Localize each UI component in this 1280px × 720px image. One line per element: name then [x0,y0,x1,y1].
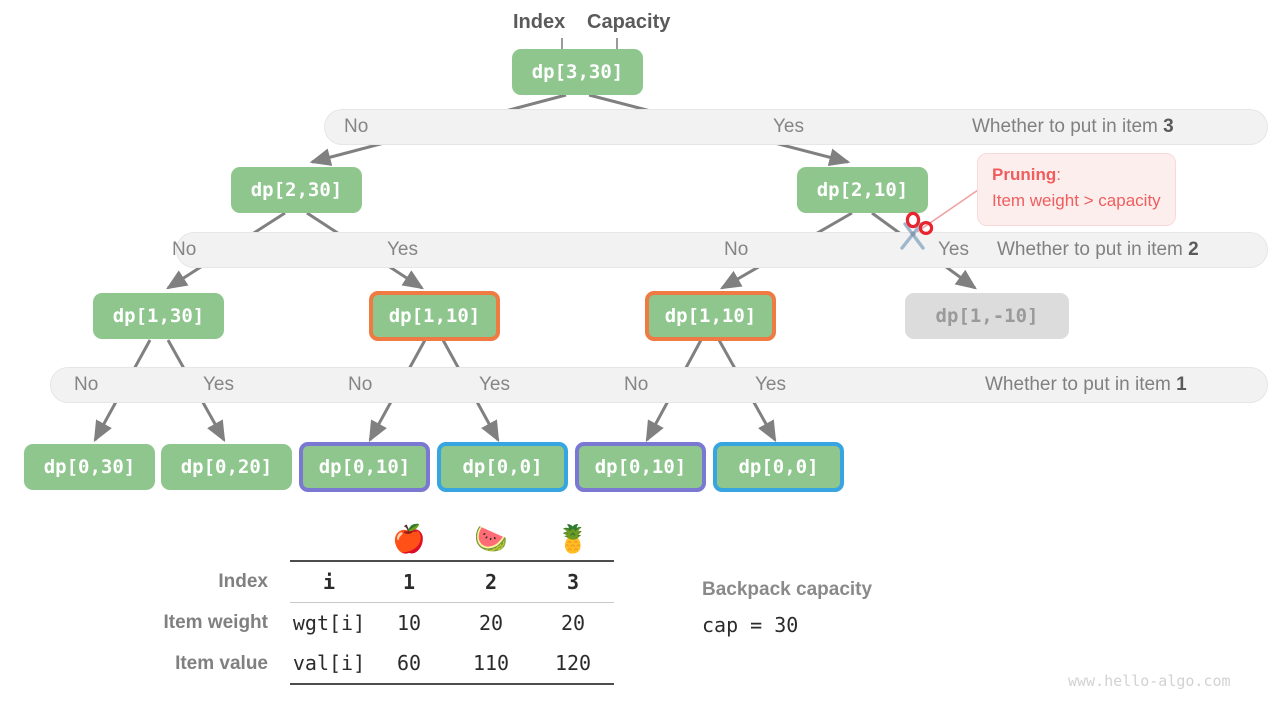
leaf-node-dp-0-20[interactable]: dp[0,20] [161,444,292,490]
branch-label-item1-yes-1: Yes [203,374,234,395]
item-emoji-apple: 🍎 [392,524,426,555]
level-bar-item2 [176,232,1268,268]
branch-label-item2-no-1: No [172,239,197,260]
pruning-colon: : [1056,165,1061,184]
branch-label-item2-no-2: No [724,239,749,260]
leaf-node-dp-0-0-b[interactable]: dp[0,0] [713,442,844,492]
pruning-detail: Item weight > capacity [992,191,1161,211]
item-emoji-pineapple: 🍍 [556,524,590,555]
backpack-capacity-title: Backpack capacity [702,579,873,600]
branch-label-item1-yes-3: Yes [755,374,786,395]
level-title-item3-num: 3 [1163,116,1174,137]
table-row-item-value: Item value val[i] 60 110 120 [140,643,614,685]
row-label-index: Index [218,570,268,592]
branch-label-item1-no-3: No [624,374,649,395]
value-col0: val[i] [290,643,368,685]
branch-label-item3-no: No [344,116,369,137]
branch-label-item2-yes-2: Yes [938,239,969,260]
emoji-row-spacer [140,520,290,561]
weight-col0: wgt[i] [292,610,366,635]
table-row-emoji: 🍎 🍉 🍍 [140,520,614,561]
emoji-col0-spacer [290,520,368,561]
level-title-item3-text: Whether to put in item [972,116,1164,137]
weight-cell-3: 20 [560,610,586,635]
value-cell-3: 120 [532,643,614,685]
tree-node-dp-2-10[interactable]: dp[2,10] [797,167,928,213]
level-title-item2-text: Whether to put in item [997,239,1189,260]
index-cell-1: 1 [368,560,450,603]
level-title-item2-num: 2 [1188,239,1199,260]
index-col0: i [290,560,368,603]
row-label-item-weight: Item weight [163,611,268,633]
pruning-title-line: Pruning: [992,162,1161,188]
item-emoji-watermelon: 🍉 [474,524,508,555]
tree-node-dp-1-10-a[interactable]: dp[1,10] [369,291,500,341]
items-table: 🍎 🍉 🍍 Index i 1 2 3 Item weight wgt[i] 1… [140,520,614,685]
leaf-node-dp-0-10-a[interactable]: dp[0,10] [299,442,430,492]
level-bar-item1 [50,367,1268,403]
level-bar-item3 [324,109,1268,145]
row-label-item-value: Item value [175,652,268,674]
index-annotation-label: Index [513,11,566,33]
backpack-capacity-code: cap = 30 [702,613,799,637]
tree-node-dp-2-30[interactable]: dp[2,30] [231,167,362,213]
level-title-item1-text: Whether to put in item [985,374,1177,395]
value-cell-2: 110 [450,643,532,685]
branch-label-item1-no-1: No [74,374,99,395]
branch-label-item1-no-2: No [348,374,373,395]
table-row-item-weight: Item weight wgt[i] 10 20 20 [140,602,614,643]
level-title-item3: Whether to put in item 3 [972,109,1174,145]
leaf-node-dp-0-30[interactable]: dp[0,30] [24,444,155,490]
backpack-capacity-block: Backpack capacity cap = 30 [702,579,872,637]
level-title-item2: Whether to put in item 2 [997,232,1199,268]
tree-node-dp-1-30[interactable]: dp[1,30] [93,293,224,339]
pruning-title: Pruning [992,165,1057,184]
scissors-icon [900,211,934,250]
table-row-index: Index i 1 2 3 [140,560,614,603]
level-title-item1: Whether to put in item 1 [985,367,1187,403]
branch-label-item2-yes-1: Yes [387,239,418,260]
weight-cell-1: 10 [396,610,422,635]
index-cell-3: 3 [532,560,614,603]
tree-node-dp-1-10-b[interactable]: dp[1,10] [645,291,776,341]
branch-label-item1-yes-2: Yes [479,374,510,395]
leaf-node-dp-0-10-b[interactable]: dp[0,10] [575,442,706,492]
index-cell-2: 2 [450,560,532,603]
weight-cell-2: 20 [478,610,504,635]
tree-node-dp-1-neg10[interactable]: dp[1,-10] [905,293,1069,339]
leaf-node-dp-0-0-a[interactable]: dp[0,0] [437,442,568,492]
branch-label-item3-yes: Yes [773,116,804,137]
tree-node-dp-3-30[interactable]: dp[3,30] [512,49,643,95]
level-title-item1-num: 1 [1176,374,1187,395]
pruning-callout: Pruning: Item weight > capacity [977,153,1176,226]
site-watermark: www.hello-algo.com [1068,672,1231,690]
capacity-annotation-label: Capacity [587,11,671,33]
value-cell-1: 60 [368,643,450,685]
